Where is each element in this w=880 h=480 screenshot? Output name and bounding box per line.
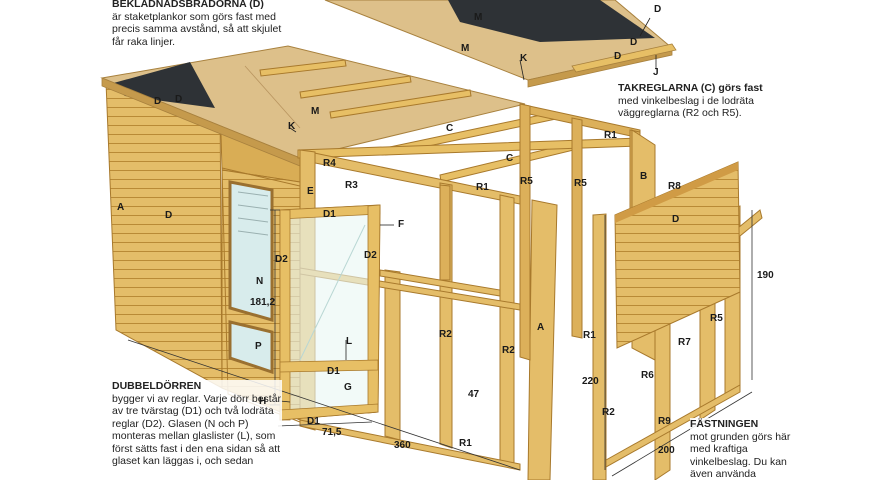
part-label: M [461, 43, 470, 54]
part-label: R1 [476, 182, 489, 193]
part-label: G [344, 382, 352, 393]
double-door-callout-heading: DUBBELDÖRREN [112, 380, 202, 392]
part-label: A [117, 202, 125, 213]
part-label: F [398, 219, 405, 230]
part-label: D [630, 37, 638, 48]
cladding-callout-heading: BEKLÄDNADSBRÄDORNA (D) [112, 0, 264, 10]
fastening-callout: FÄSTNINGEN mot grunden görs här med kraf… [690, 418, 800, 480]
double-door [221, 167, 381, 423]
part-label: R1 [604, 130, 617, 141]
part-label: R7 [678, 337, 691, 348]
part-label: R2 [602, 407, 615, 418]
part-label: D1 [307, 416, 320, 427]
part-label: R1 [583, 330, 596, 341]
part-label: A [537, 322, 545, 333]
double-door-callout-body: bygger vi av reglar. Varje dörr består a… [112, 392, 282, 468]
part-label: M [474, 12, 483, 23]
exploded-roof-sheet [324, 0, 677, 88]
part-label: R4 [323, 158, 336, 169]
door-height-dimension: 181,2 [250, 297, 276, 308]
cladding-callout: BEKLÄDNADSBRÄDORNA (D) är staketplankor … [112, 0, 288, 48]
right-wall-cladding [614, 161, 741, 349]
part-label: J [653, 67, 659, 78]
part-label: B [640, 171, 648, 182]
part-label: R5 [710, 313, 723, 324]
part-label: M [311, 106, 320, 117]
fastening-callout-body: mot grunden görs här med kraftiga vinkel… [690, 430, 791, 480]
part-label: R3 [345, 180, 358, 191]
part-label: K [520, 53, 528, 64]
part-label: D1 [327, 366, 340, 377]
part-label: H [259, 396, 267, 407]
part-label: D [154, 96, 162, 107]
front-length-dimension: 360 [394, 440, 411, 451]
part-label: R2 [439, 329, 452, 340]
part-label: R5 [520, 176, 533, 187]
roof-battens-callout: TAKREGLARNA (C) görs fast med vinkelbesl… [618, 82, 778, 120]
wall-height-dimension: 220 [582, 376, 599, 387]
roof-battens [259, 59, 641, 183]
part-label: C [506, 153, 514, 164]
part-label: C [446, 123, 454, 134]
part-label: D2 [275, 254, 288, 265]
part-label: R8 [668, 181, 681, 192]
part-label: D [672, 214, 680, 225]
part-label: D [165, 210, 173, 221]
part-label: R2 [502, 345, 515, 356]
double-door-callout: DUBBELDÖRREN bygger vi av reglar. Varje … [112, 380, 282, 468]
part-label: D2 [364, 250, 377, 261]
roof-battens-callout-body: med vinkelbeslag i de lodräta väggreglar… [618, 94, 754, 120]
part-label: L [346, 336, 353, 347]
part-label: 47 [468, 389, 480, 400]
cladding-callout-body: är staketplankor som görs fast med preci… [112, 10, 282, 48]
part-label: D1 [323, 209, 336, 220]
part-label: R9 [658, 416, 671, 427]
fastening-callout-heading: FÄSTNINGEN [690, 418, 759, 430]
part-label: D [654, 4, 662, 15]
part-label: R6 [641, 370, 654, 381]
roof-battens-callout-heading: TAKREGLARNA (C) görs fast [618, 82, 763, 94]
part-label: K [288, 121, 296, 132]
part-label: R1 [459, 438, 472, 449]
side-length-dimension: 200 [658, 445, 675, 456]
part-label: P [255, 341, 262, 352]
part-label: R5 [574, 178, 587, 189]
side-height-dimension: 190 [757, 270, 774, 281]
part-label: D [614, 51, 622, 62]
door-width-dimension: 71,5 [322, 427, 342, 438]
part-label: E [307, 186, 314, 197]
part-label: D [175, 94, 183, 105]
part-label: N [256, 276, 264, 287]
